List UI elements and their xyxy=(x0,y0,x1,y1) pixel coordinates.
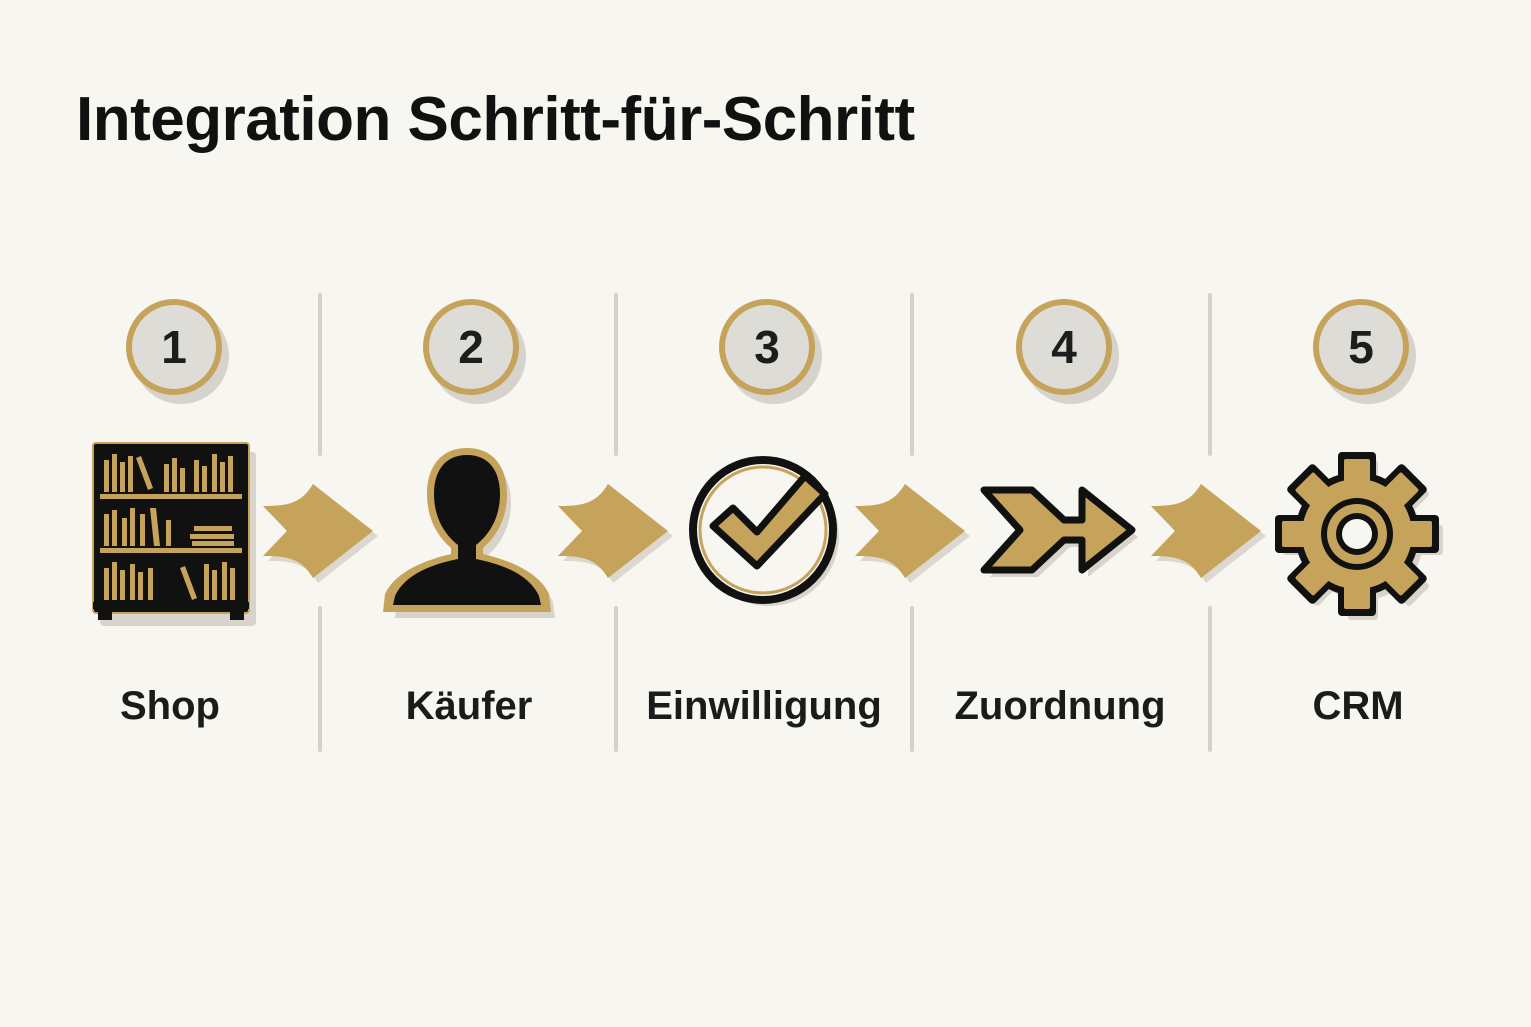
gear-icon xyxy=(1267,438,1447,628)
step-label-kaeufer: Käufer xyxy=(405,684,533,728)
step-number-badge: 4 xyxy=(1016,299,1112,395)
step-number-badge: 5 xyxy=(1313,299,1409,395)
column-divider xyxy=(910,293,914,456)
column-divider xyxy=(614,293,618,456)
column-divider xyxy=(1208,606,1212,752)
column-divider xyxy=(1208,293,1212,456)
step-label-einwilligung: Einwilligung xyxy=(646,684,882,728)
checkmark-circle-icon xyxy=(673,438,853,628)
person-icon xyxy=(377,438,557,628)
flow-arrow-icon xyxy=(853,476,971,586)
flow-arrow-icon xyxy=(1149,476,1267,586)
step-number-badge: 1 xyxy=(126,299,222,395)
merge-arrow-icon xyxy=(970,438,1150,628)
column-divider xyxy=(910,606,914,752)
column-divider xyxy=(318,606,322,752)
column-divider xyxy=(614,606,618,752)
column-divider xyxy=(318,293,322,456)
flow-arrow-icon xyxy=(556,476,674,586)
step-label-crm: CRM xyxy=(1312,684,1404,728)
step-number-badge: 2 xyxy=(423,299,519,395)
flow-arrow-icon xyxy=(261,476,379,586)
step-number-badge: 3 xyxy=(719,299,815,395)
bookshelf-icon xyxy=(80,438,260,628)
page-title: Integration Schritt-für-Schritt xyxy=(76,85,915,154)
step-label-shop: Shop xyxy=(120,684,220,728)
step-label-zuordnung: Zuordnung xyxy=(954,684,1166,728)
